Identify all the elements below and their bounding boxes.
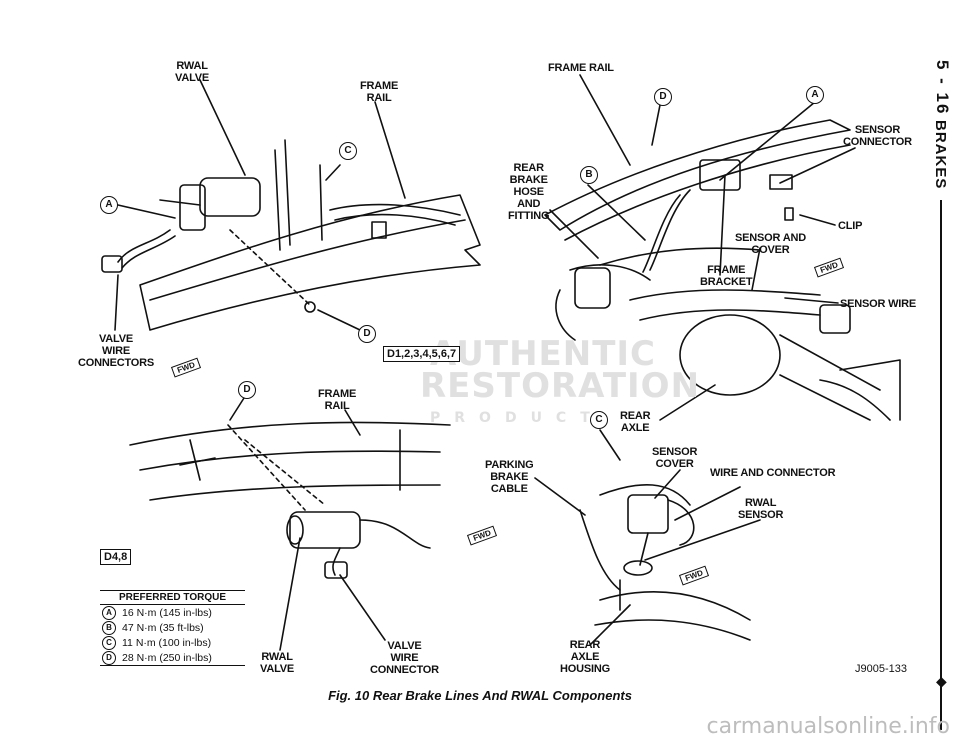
applies-top-badge: D1,2,3,4,5,6,7 <box>383 346 461 362</box>
callout-c-icon: C <box>102 635 116 650</box>
callout-c-bottom-right: C <box>590 411 608 429</box>
watermark-line2: RESTORATION <box>420 366 701 406</box>
top-left-frame-rail <box>139 139 481 331</box>
torque-row: C 11 N·m (100 in-lbs) <box>100 635 245 650</box>
diamond-icon: ◆ <box>936 673 947 689</box>
chapter-title: BRAKES <box>932 120 949 190</box>
callout-b-icon: B <box>102 620 116 635</box>
label-rear-axle-housing: REAR AXLE HOUSING <box>560 639 610 675</box>
callout-d-mid: D <box>238 381 256 399</box>
label-valve-wire-connectors: VALVE WIRE CONNECTORS <box>78 333 155 369</box>
label-frame-rail-mid: FRAME RAIL <box>318 388 357 412</box>
footer-watermark-text: carmanualsonline.info <box>706 714 950 739</box>
page-footer: carmanualsonline.info <box>0 712 960 742</box>
callout-a-top-left: A <box>100 196 118 214</box>
torque-value: 47 N·m (35 ft-lbs) <box>122 621 204 634</box>
figure-caption: Fig. 10 Rear Brake Lines And RWAL Compon… <box>328 688 632 703</box>
label-parking-brake-cable: PARKING BRAKE CABLE <box>485 459 534 495</box>
torque-value: 28 N·m (250 in-lbs) <box>122 651 212 664</box>
label-rear-brake-hose: REAR BRAKE HOSE AND FITTING <box>508 162 550 222</box>
torque-value: 11 N·m (100 in-lbs) <box>122 636 212 649</box>
torque-row: D 28 N·m (250 in-lbs) <box>100 650 245 665</box>
label-sensor-and-cover: SENSOR AND COVER <box>735 232 806 256</box>
authentic-restoration-watermark: AUTHENTIC RESTORATION PRODUCT <box>340 334 701 434</box>
page-side-header: 5 - 16 BRAKES <box>930 60 954 730</box>
label-rear-axle: REAR AXLE <box>620 410 651 434</box>
watermark-line1: AUTHENTIC <box>430 334 656 374</box>
label-sensor-connector: SENSOR CONNECTOR <box>843 124 912 148</box>
watermark-line3: PRODUCT <box>430 410 604 426</box>
label-rwal-sensor: RWAL SENSOR <box>738 497 784 521</box>
torque-table-title: PREFERRED TORQUE <box>100 591 245 605</box>
side-rule <box>940 200 942 730</box>
callout-b-top-right: B <box>580 166 598 184</box>
applies-bottom-badge: D4,8 <box>100 549 132 565</box>
callout-a-top-right: A <box>806 86 824 104</box>
label-frame-rail-top-left: FRAME RAIL <box>360 80 399 104</box>
callout-d-top-left: D <box>358 325 376 343</box>
label-rwal-valve-top: RWAL VALVE <box>175 60 210 84</box>
torque-row: B 47 N·m (35 ft-lbs) <box>100 620 245 635</box>
label-rwal-valve-bottom: RWAL VALVE <box>260 651 295 675</box>
callout-d-icon: D <box>102 650 116 665</box>
page-number: 5 - 16 <box>933 60 952 116</box>
label-sensor-cover: SENSOR COVER <box>652 446 698 470</box>
callout-c-top-left: C <box>339 142 357 160</box>
label-valve-wire-connector: VALVE WIRE CONNECTOR <box>370 640 439 676</box>
figure-code: J9005-133 <box>855 663 907 675</box>
lower-frame-rail <box>129 421 451 579</box>
callout-a-icon: A <box>102 605 116 620</box>
torque-value: 16 N·m (145 in-lbs) <box>122 606 212 619</box>
callout-d-top-right: D <box>654 88 672 106</box>
label-frame-rail-top-right: FRAME RAIL <box>548 62 614 74</box>
torque-row: A 16 N·m (145 in-lbs) <box>100 605 245 620</box>
rwal-valve-top <box>101 164 323 313</box>
label-wire-and-connector: WIRE AND CONNECTOR <box>710 467 836 479</box>
label-sensor-wire: SENSOR WIRE <box>840 298 917 310</box>
rwal-sensor-assembly <box>579 483 751 641</box>
label-clip: CLIP <box>838 220 863 232</box>
label-frame-bracket: FRAME BRACKET <box>700 264 753 288</box>
right-frame-rail <box>544 119 901 421</box>
